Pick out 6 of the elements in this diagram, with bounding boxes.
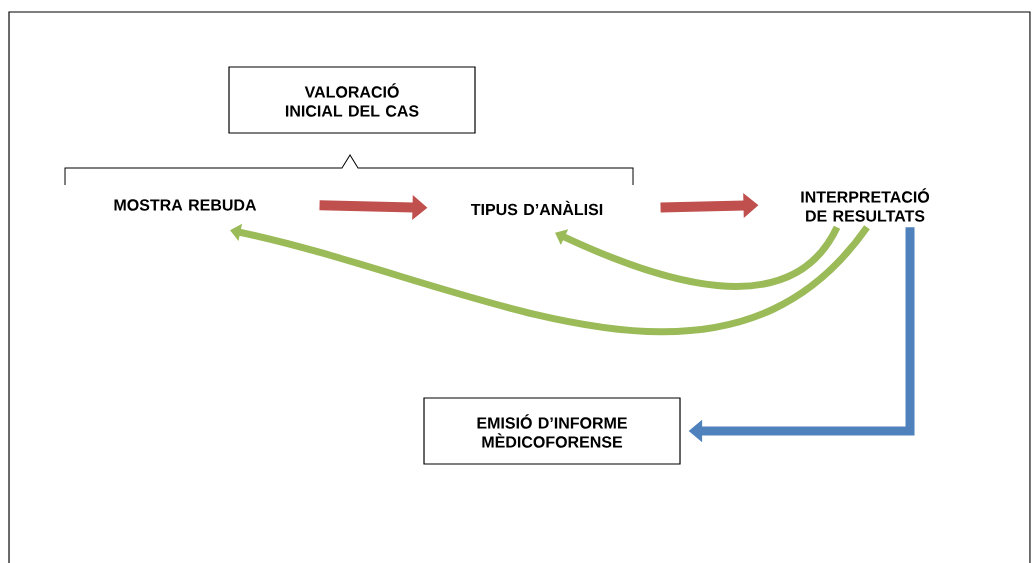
process-box: EMISIÓ D’INFORME MÈDICOFORENSE <box>423 397 681 465</box>
arrow <box>555 225 840 290</box>
process-box: VALORACIÓ INICIAL DEL CAS <box>228 66 476 134</box>
text-label: MOSTRA REBUDA <box>114 199 257 211</box>
text-label: TIPUS D’ANÀLISI <box>470 200 603 216</box>
text-label: INTERPRETACIÓ DE RESULTATS <box>801 188 930 222</box>
